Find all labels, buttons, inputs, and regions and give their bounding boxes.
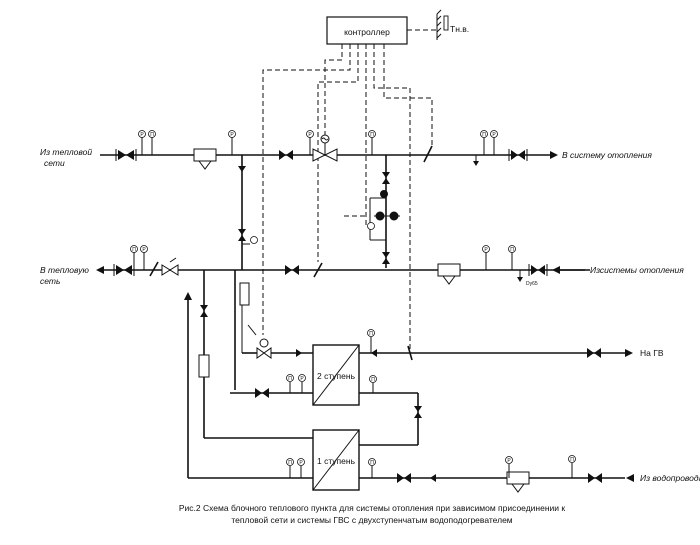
controller-box: контроллер (326, 16, 408, 45)
control-signal-lines (262, 44, 433, 352)
supply-check-valve (423, 145, 433, 163)
svg-text:П: П (482, 132, 486, 138)
exchanger-stage-2: 2 ступень (312, 344, 360, 406)
label-to-heating-system: В систему отопления (562, 150, 652, 160)
label-to-heating-network-2: сеть (40, 276, 60, 286)
svg-text:P: P (140, 132, 144, 138)
label-dy65: Dy65 (526, 281, 538, 287)
svg-text:П: П (370, 460, 374, 466)
svg-text:П: П (369, 331, 373, 337)
bypass-jumper (238, 155, 258, 270)
return-valve-4 (517, 264, 548, 282)
svg-text:P: P (492, 132, 496, 138)
svg-text:P: P (308, 132, 312, 138)
cold-water-inlet: Из водопровода (359, 471, 700, 493)
control-valve-supply (312, 134, 338, 162)
caption-line-2: тепловой сети и системы ГВС с двухступен… (231, 515, 512, 525)
label-from-heating-system: Изсистемы отопления (590, 265, 684, 275)
label-from-heating-network-1: Из тепловой (40, 147, 92, 157)
circulation-pump-group (344, 155, 400, 268)
outdoor-temp-sensor: Тн.в. (407, 9, 469, 40)
exchanger-gauges: П P П П П P П P П (286, 329, 576, 478)
label-to-heating-network-1: В тепловую (40, 265, 89, 275)
return-valve-3 (285, 265, 299, 275)
svg-text:P: P (300, 376, 304, 382)
heating-feed-dhw (234, 270, 313, 390)
supply-valve-3 (508, 149, 528, 161)
svg-text:П: П (288, 376, 292, 382)
svg-text:P: P (230, 132, 234, 138)
svg-text:П: П (150, 132, 154, 138)
sensor-label: Тн.в. (450, 24, 469, 34)
return-check-valve-2 (313, 262, 323, 278)
svg-text:П: П (510, 247, 514, 253)
svg-text:P: P (299, 460, 303, 466)
svg-text:П: П (370, 132, 374, 138)
strainer-return (437, 263, 461, 285)
svg-text:P: P (142, 247, 146, 253)
strainer-supply (193, 148, 217, 170)
supply-valve-2 (279, 150, 293, 160)
label-to-hot-water: На ГВ (640, 348, 664, 358)
hot-water-outlet: На ГВ (359, 345, 664, 361)
controller-label: контроллер (344, 27, 390, 37)
label-from-heating-network-2: сети (44, 158, 65, 168)
caption-line-1: Рис.2 Схема блочного теплового пункта дл… (179, 503, 566, 513)
exchanger-stage-2-label: 2 ступень (317, 371, 356, 381)
return-valve-2 (161, 257, 179, 276)
return-check-valve (149, 261, 159, 277)
supply-valve-1 (115, 149, 137, 161)
svg-text:П: П (371, 377, 375, 383)
exchanger-stage-1: 1 ступень (312, 429, 360, 491)
svg-text:P: P (484, 247, 488, 253)
svg-text:P: P (507, 458, 511, 464)
return-gauges: П P P П (130, 245, 516, 270)
svg-text:П: П (288, 460, 292, 466)
svg-text:П: П (132, 247, 136, 253)
label-from-water-supply: Из водопровода (640, 473, 700, 483)
inter-stage-loop (230, 388, 422, 446)
return-valve-1 (113, 264, 135, 276)
svg-text:П: П (570, 457, 574, 463)
return-pipeline (96, 266, 590, 274)
exchanger-stage-1-label: 1 ступень (317, 456, 356, 466)
stage-return-lines (184, 270, 313, 479)
supply-gauges: P П P P П П P (138, 130, 498, 166)
